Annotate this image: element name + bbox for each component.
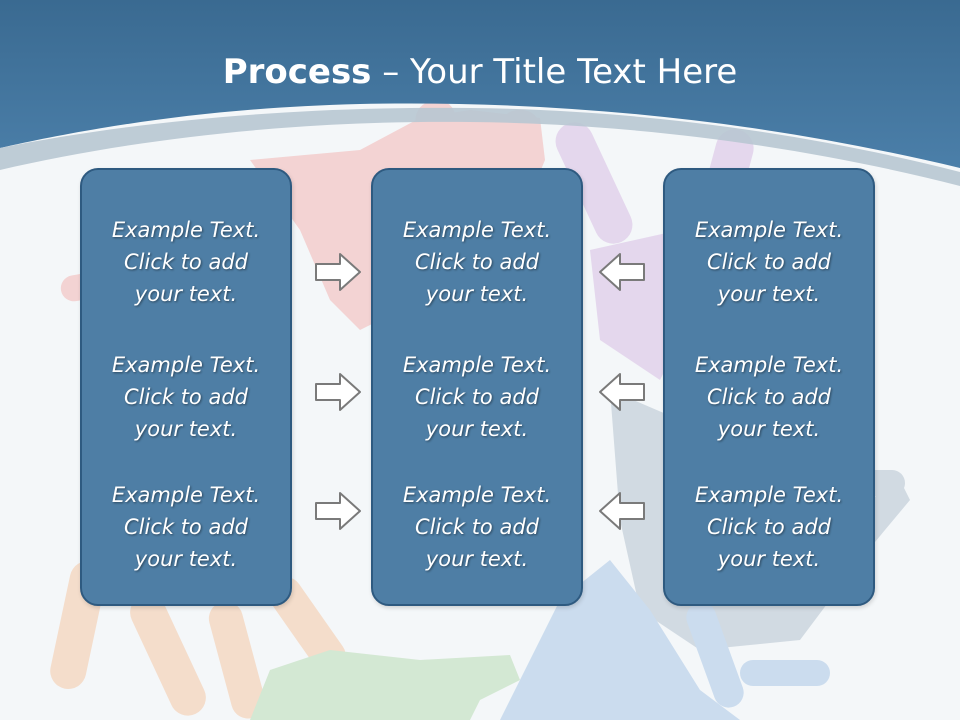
text-line: Example Text. <box>402 483 552 507</box>
title-bold: Process <box>222 52 372 92</box>
text-block[interactable]: Example Text. Click to add your text. <box>373 349 581 445</box>
text-line: your text. <box>134 547 238 571</box>
text-line: Click to add <box>706 385 831 409</box>
text-line: your text. <box>717 547 821 571</box>
text-line: Example Text. <box>111 483 261 507</box>
header-band <box>0 0 960 168</box>
text-line: your text. <box>717 417 821 441</box>
text-line: Click to add <box>414 250 539 274</box>
text-block[interactable]: Example Text. Click to add your text. <box>82 479 290 575</box>
slide-title[interactable]: Process – Your Title Text Here <box>0 52 960 92</box>
text-block[interactable]: Example Text. Click to add your text. <box>373 214 581 310</box>
text-line: your text. <box>425 417 529 441</box>
text-line: Example Text. <box>694 218 844 242</box>
process-box-left[interactable]: Example Text. Click to add your text. Ex… <box>80 168 292 606</box>
text-line: your text. <box>717 282 821 306</box>
text-line: Click to add <box>123 385 248 409</box>
text-line: Example Text. <box>402 353 552 377</box>
process-box-center[interactable]: Example Text. Click to add your text. Ex… <box>371 168 583 606</box>
text-block[interactable]: Example Text. Click to add your text. <box>665 214 873 310</box>
right-arrow-icon[interactable] <box>314 491 362 531</box>
text-line: your text. <box>134 417 238 441</box>
left-arrow-icon[interactable] <box>598 491 646 531</box>
text-line: Click to add <box>706 250 831 274</box>
text-line: Click to add <box>123 250 248 274</box>
header-swoosh <box>0 107 960 186</box>
text-block[interactable]: Example Text. Click to add your text. <box>665 349 873 445</box>
text-block[interactable]: Example Text. Click to add your text. <box>82 214 290 310</box>
left-arrow-icon[interactable] <box>598 372 646 412</box>
text-block[interactable]: Example Text. Click to add your text. <box>665 479 873 575</box>
left-arrow-icon[interactable] <box>598 252 646 292</box>
text-line: Example Text. <box>111 218 261 242</box>
text-line: Click to add <box>706 515 831 539</box>
text-line: Click to add <box>414 385 539 409</box>
title-rest: – Your Title Text Here <box>371 52 738 92</box>
right-arrow-icon[interactable] <box>314 252 362 292</box>
text-line: your text. <box>425 282 529 306</box>
process-box-right[interactable]: Example Text. Click to add your text. Ex… <box>663 168 875 606</box>
text-line: Example Text. <box>694 483 844 507</box>
text-block[interactable]: Example Text. Click to add your text. <box>82 349 290 445</box>
text-block[interactable]: Example Text. Click to add your text. <box>373 479 581 575</box>
text-line: Click to add <box>123 515 248 539</box>
text-line: Example Text. <box>402 218 552 242</box>
green-hand-icon <box>250 650 520 720</box>
text-line: Click to add <box>414 515 539 539</box>
text-line: your text. <box>134 282 238 306</box>
text-line: Example Text. <box>111 353 261 377</box>
text-line: Example Text. <box>694 353 844 377</box>
text-line: your text. <box>425 547 529 571</box>
right-arrow-icon[interactable] <box>314 372 362 412</box>
